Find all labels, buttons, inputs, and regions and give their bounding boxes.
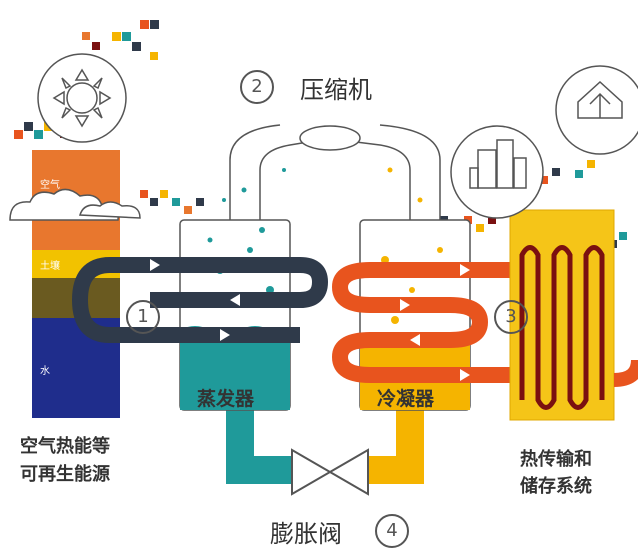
expansion-valve-label: 膨胀阀 xyxy=(270,520,342,548)
step-3-badge: 3 xyxy=(494,300,528,334)
expansion-valve-icon xyxy=(291,448,369,496)
step-4-badge: 4 xyxy=(375,514,409,548)
compressor-icon xyxy=(299,125,361,151)
step-2-badge: 2 xyxy=(240,70,274,104)
condenser-coil-bottom xyxy=(331,297,520,383)
compressor-label: 压缩机 xyxy=(300,76,372,104)
storage-label-line1: 热传输和 xyxy=(520,449,592,470)
condenser-label: 冷凝器 xyxy=(377,388,435,410)
cloud-icon xyxy=(9,188,141,221)
sun-icon xyxy=(37,53,127,143)
evaporator-tank xyxy=(179,219,291,411)
soil-layer-label: 土壤 xyxy=(40,261,60,272)
teal-pipe xyxy=(226,400,300,484)
renewable-label-line2: 可再生能源 xyxy=(20,464,110,485)
evaporator-label: 蒸发器 xyxy=(197,388,255,410)
gold-pipe xyxy=(360,400,424,484)
evaporator-coil-outer xyxy=(71,257,300,343)
storage-tank xyxy=(509,209,638,421)
house-icon xyxy=(555,65,638,155)
water-layer-label: 水 xyxy=(40,366,50,377)
buildings-icon xyxy=(450,125,544,219)
renewable-label-line1: 空气热能等 xyxy=(20,436,110,457)
air-layer-label: 空气 xyxy=(40,180,60,191)
storage-label-line2: 储存系统 xyxy=(520,476,592,497)
step-1-badge: 1 xyxy=(126,300,160,334)
condenser-coil-top xyxy=(331,262,520,313)
